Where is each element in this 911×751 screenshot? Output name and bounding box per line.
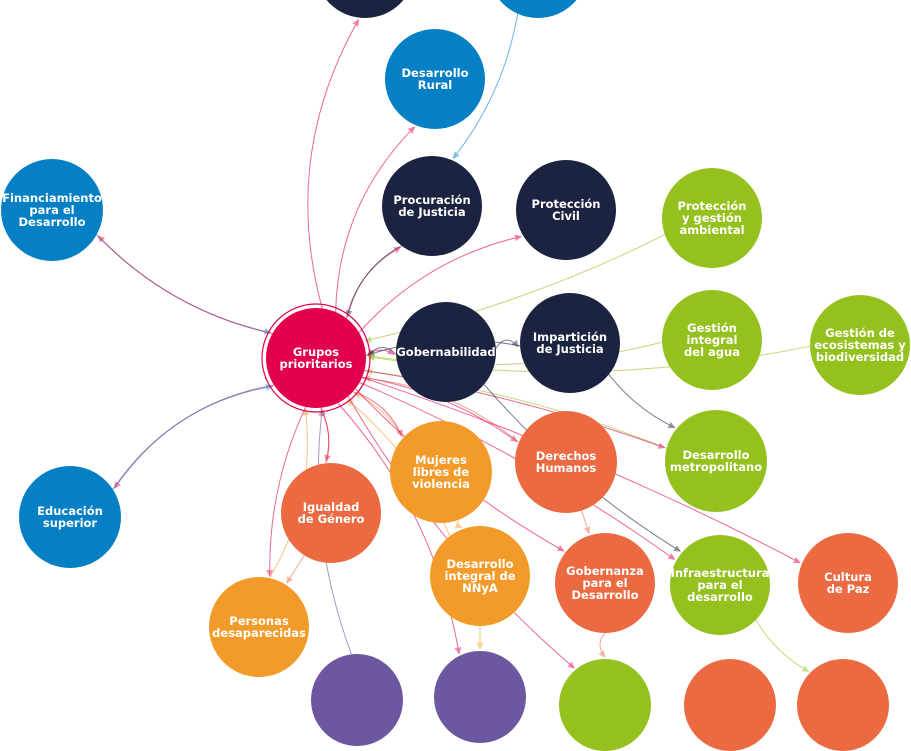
node-gobernabilidad[interactable]: Gobernabilidad — [396, 302, 496, 402]
node-label: Personas desaparecidas — [212, 614, 306, 640]
node-label: Gestión integral del agua — [684, 321, 740, 359]
node-gobernanza[interactable]: Gobernanza para el Desarrollo — [555, 533, 655, 633]
grupos-ring — [261, 303, 371, 413]
edge-gobernabilidad-to-imparticion — [495, 339, 519, 349]
edge-infraestructura-to-bottom_red2 — [755, 619, 810, 672]
node-label: Procuración de Justicia — [393, 193, 471, 219]
node-label: Mujeres libres de violencia — [412, 453, 470, 491]
edge-gobernanza-to-bottom_green — [598, 632, 606, 658]
node-label: Desarrollo metropolitano — [669, 448, 763, 474]
node-label: Gobernabilidad — [396, 345, 496, 359]
node-grupos[interactable]: Grupos prioritarios — [266, 308, 366, 408]
node-nnya[interactable]: Desarrollo integral de NNyA — [430, 526, 530, 626]
node-bottom-purple2[interactable] — [434, 651, 526, 743]
node-label: Impartición de Justicia — [532, 330, 608, 356]
node-ddhh[interactable]: Derechos Humanos — [515, 411, 617, 513]
node-desarrollo-rural[interactable]: Desarrollo Rural — [385, 29, 485, 129]
node-label: Desarrollo Rural — [401, 66, 469, 92]
node-educacion[interactable]: Educación superior — [19, 466, 121, 568]
node-label: Derechos Humanos — [535, 449, 597, 475]
node-bottom-red2[interactable] — [797, 659, 889, 751]
node-agua[interactable]: Gestión integral del agua — [662, 290, 762, 390]
node-label: Desarrollo integral de NNyA — [444, 557, 516, 595]
edge-grupos-to-bottom_purple2 — [337, 402, 462, 655]
edge-grupos-to-top_dark — [307, 18, 359, 309]
node-bottom-green[interactable] — [559, 659, 651, 751]
edge-procuracion-to-grupos — [345, 245, 402, 318]
edge-financiamiento-to-grupos — [96, 234, 272, 335]
edge-grupos-to-educacion — [114, 384, 275, 489]
node-label: Cultura de Paz — [824, 570, 872, 596]
node-label: Infraestructura para el desarrollo — [670, 566, 770, 604]
node-proteccion-ambiental[interactable]: Protección y gestión ambiental — [662, 168, 762, 268]
edge-grupos-to-procuracion — [345, 246, 402, 319]
node-bottom-red1[interactable] — [684, 659, 776, 751]
edge-educacion-to-grupos — [112, 383, 274, 490]
edge-igualdad-to-desaparecidas — [286, 555, 305, 584]
node-proteccion-civil[interactable]: Protección Civil — [516, 160, 616, 260]
edge-top_blue-to-procuracion — [452, 13, 519, 160]
node-bottom-purple1[interactable] — [311, 654, 403, 746]
node-ecosistemas[interactable]: Gestión de ecosistemas y biodiversidad — [810, 295, 910, 395]
node-label: Gestión de ecosistemas y biodiversidad — [814, 326, 906, 364]
node-imparticion[interactable]: Impartición de Justicia — [520, 293, 620, 393]
edge-grupos-to-desarrollo_rural — [335, 126, 416, 313]
node-igualdad[interactable]: Igualdad de Género — [281, 463, 381, 563]
node-label: Gobernanza para el Desarrollo — [566, 564, 644, 602]
edge-grupos-to-desaparecidas — [266, 406, 307, 577]
node-label: Protección Civil — [531, 197, 601, 223]
edge-grupos-to-financiamiento — [97, 235, 273, 335]
edge-ddhh-to-gobernanza — [581, 510, 591, 535]
node-mujeres[interactable]: Mujeres libres de violencia — [390, 421, 492, 523]
node-desaparecidas[interactable]: Personas desaparecidas — [209, 577, 309, 677]
node-label: Protección y gestión ambiental — [677, 199, 747, 237]
node-label: Grupos prioritarios — [279, 345, 353, 371]
node-financiamiento[interactable]: Financiamiento para el Desarrollo — [1, 159, 103, 261]
node-metropolitano[interactable]: Desarrollo metropolitano — [665, 410, 767, 512]
edge-imparticion-to-metropolitano — [608, 374, 676, 429]
node-label: Igualdad de Género — [297, 500, 365, 526]
edge-mujeres-to-nnya — [454, 519, 463, 529]
node-procuracion[interactable]: Procuración de Justicia — [382, 156, 482, 256]
node-cultura-paz[interactable]: Cultura de Paz — [798, 533, 898, 633]
edge-grupos-to-proteccion_civil — [358, 234, 522, 333]
node-label: Educación superior — [37, 504, 103, 530]
node-label: Financiamiento para el Desarrollo — [2, 191, 102, 229]
edge-grupos-to-igualdad — [320, 407, 331, 462]
node-infraestructura[interactable]: Infraestructura para el desarrollo — [670, 535, 770, 635]
